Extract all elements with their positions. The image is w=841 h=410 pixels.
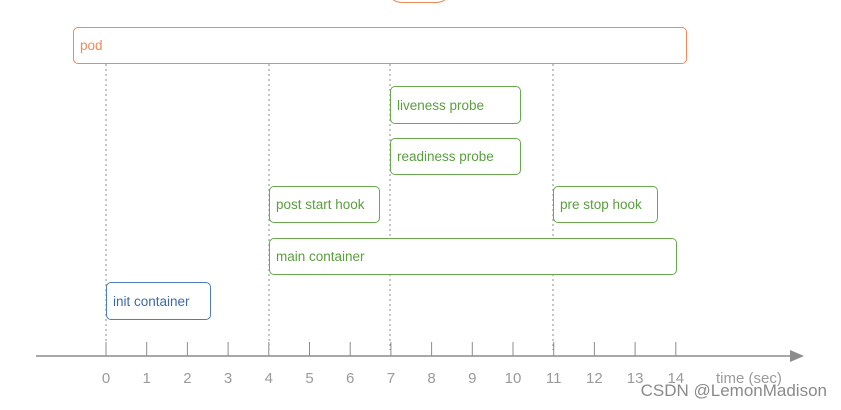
axis-tick-label-10: 10 [504, 370, 522, 387]
axis-unit-label: time (sec) [716, 370, 782, 387]
init-container-box: init container [106, 282, 211, 320]
readiness-probe-label: readiness probe [397, 149, 494, 164]
axis-tick-label-4: 4 [264, 370, 273, 387]
watermark: CSDN @LemonMadison [640, 381, 827, 400]
axis-tick-label-3: 3 [223, 370, 233, 387]
axis-tick-label-8: 8 [427, 370, 436, 387]
pod-label: pod [80, 38, 103, 53]
main-container-label: main container [276, 249, 365, 264]
liveness-probe-label: liveness probe [397, 97, 485, 113]
post-start-hook-label: post start hook [276, 197, 365, 212]
pod-box: pod [73, 27, 687, 64]
axis-tick-label-14: 14 [667, 370, 685, 387]
liveness-probe-box: liveness probe [390, 86, 521, 124]
axis-tick-label-9: 9 [468, 370, 477, 387]
axis-tick-label-13: 13 [626, 370, 644, 387]
axis-tick-label-12: 12 [586, 370, 603, 387]
axis-tick-label-11: 11 [545, 370, 562, 387]
axis-tick-label-0: 0 [101, 370, 111, 387]
axis-tick-label-5: 5 [305, 370, 314, 387]
time-axis-arrowhead [790, 350, 804, 362]
axis-tick-label-2: 2 [183, 370, 192, 387]
pre-stop-hook-label: pre stop hook [560, 197, 642, 212]
main-container-box: main container [269, 238, 677, 275]
post-start-hook-box: post start hook [269, 186, 380, 223]
readiness-probe-box: readiness probe [390, 138, 521, 175]
axis-tick-label-7: 7 [386, 370, 396, 387]
pre-stop-hook-box: pre stop hook [553, 186, 658, 223]
axis-tick-label-1: 1 [142, 370, 151, 387]
axis-tick-label-6: 6 [346, 370, 355, 387]
init-container-label: init container [113, 293, 190, 309]
axis-ticks [105, 342, 677, 356]
